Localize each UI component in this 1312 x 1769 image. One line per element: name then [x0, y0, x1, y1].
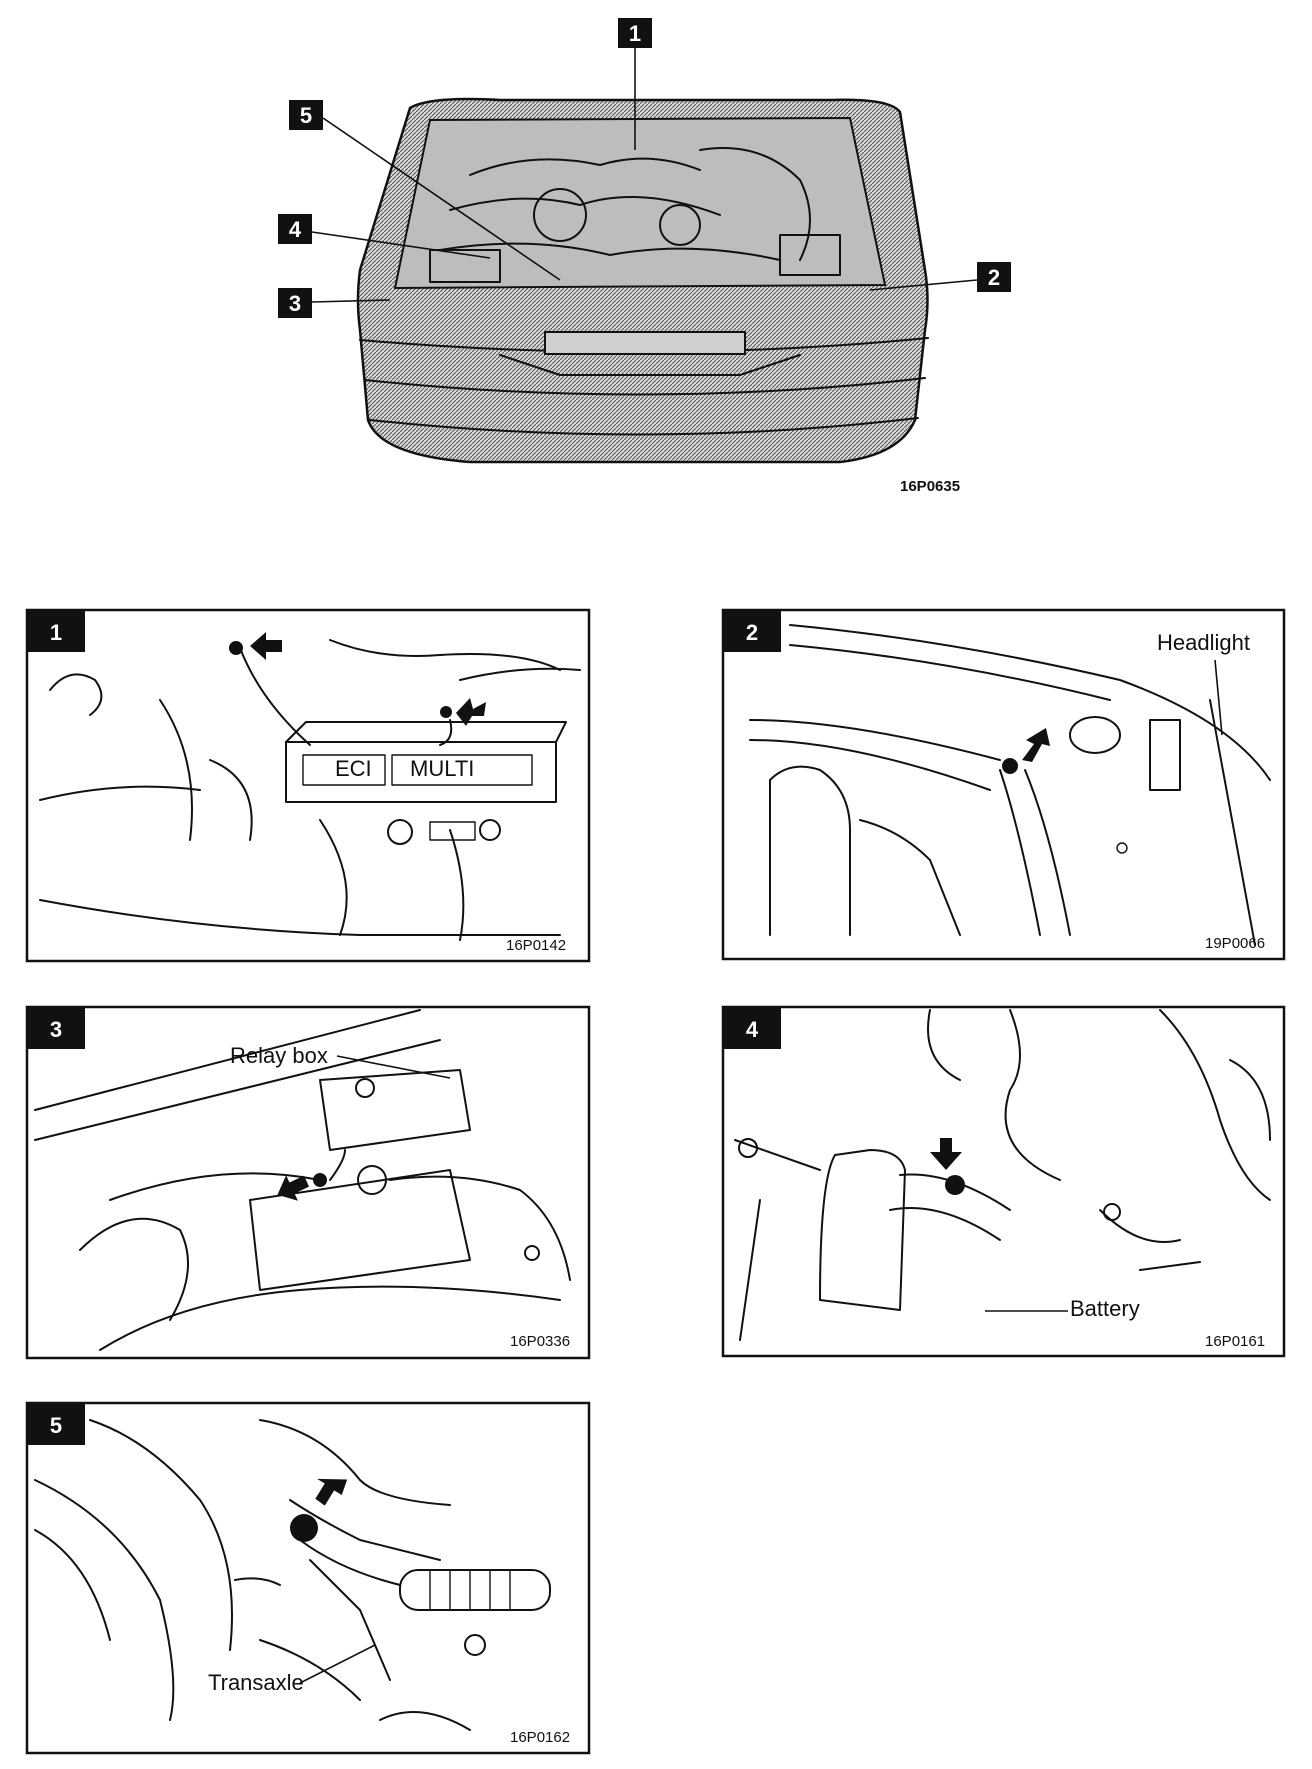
- panel-3-relay-box-leader: [336, 1055, 451, 1079]
- panel-2-headlight-leader: [1214, 659, 1223, 736]
- panel-1-drawing: [39, 639, 581, 941]
- panel-1-arrow-a: [250, 632, 282, 660]
- panel-5-transaxle-leader: [299, 1644, 376, 1684]
- panel-5-badge: [27, 1403, 85, 1445]
- panel-4-arrow: [930, 1138, 962, 1170]
- panel-3: 3 Relay box 16P0336: [25, 1005, 591, 1360]
- panel-3-drawing: [34, 1009, 571, 1351]
- panel-1-emblem-left: ECI: [335, 756, 372, 781]
- panel-3-badge: [27, 1007, 85, 1049]
- panel-5-number: 5: [50, 1413, 62, 1438]
- panel-2: 2 Headlight 19P0066: [721, 608, 1286, 961]
- overview-callout-5: 5: [289, 100, 561, 281]
- panel-2-badge: [723, 610, 781, 652]
- panel-5-transaxle-label: Transaxle: [208, 1670, 304, 1695]
- panel-3-image-code: 16P0336: [510, 1333, 570, 1350]
- panel-2-drawing: [749, 624, 1271, 946]
- panel-4-drawing: [734, 1009, 1271, 1341]
- panel-2-arrow: [1022, 728, 1050, 762]
- panel-4-frame: [721, 1005, 1286, 1358]
- panel-5-arrow: [315, 1478, 348, 1506]
- panel-4-badge: [723, 1007, 781, 1049]
- svg-text:5: 5: [300, 103, 312, 128]
- panel-1: 1 ECI MULTI 16P0142: [25, 608, 591, 963]
- panel-3-relay-box-label: Relay box: [230, 1043, 328, 1068]
- overview-callout-4: 4: [278, 214, 491, 259]
- overview-callout-3: 3: [278, 288, 391, 318]
- svg-text:4: 4: [289, 217, 302, 242]
- panel-3-arrow: [277, 1175, 310, 1201]
- panel-5-drawing: [34, 1419, 551, 1731]
- panel-2-headlight-label: Headlight: [1157, 630, 1250, 655]
- panel-2-frame: [721, 608, 1286, 961]
- panel-2-number: 2: [746, 620, 758, 645]
- panel-1-image-code: 16P0142: [506, 937, 566, 954]
- vehicle-front-drawing: [356, 97, 929, 464]
- panel-1-number: 1: [50, 620, 62, 645]
- svg-text:3: 3: [289, 291, 301, 316]
- panel-1-arrow-b: [456, 698, 486, 726]
- panel-1-badge: [27, 610, 85, 652]
- panel-4-image-code: 16P0161: [1205, 1333, 1265, 1350]
- panel-2-image-code: 19P0066: [1205, 935, 1265, 952]
- panel-5-image-code: 16P0162: [510, 1729, 570, 1746]
- panel-4-battery-label: Battery: [1070, 1296, 1140, 1321]
- panel-1-emblem-right: MULTI: [410, 756, 474, 781]
- panel-5: 5 Transaxle 16P0162: [25, 1401, 591, 1755]
- svg-text:2: 2: [988, 265, 1000, 290]
- panel-4-number: 4: [746, 1017, 759, 1042]
- engine-compartment-overview: 1 5 4 3 2 16P0635: [278, 18, 1011, 495]
- overview-callout-1: 1: [618, 18, 652, 150]
- panel-5-frame: [25, 1401, 591, 1755]
- panel-3-number: 3: [50, 1017, 62, 1042]
- overview-image-code: 16P0635: [900, 478, 960, 495]
- overview-callout-2: 2: [869, 262, 1011, 292]
- svg-text:1: 1: [629, 21, 641, 46]
- panel-4: 4 Battery 16P0161: [721, 1005, 1286, 1358]
